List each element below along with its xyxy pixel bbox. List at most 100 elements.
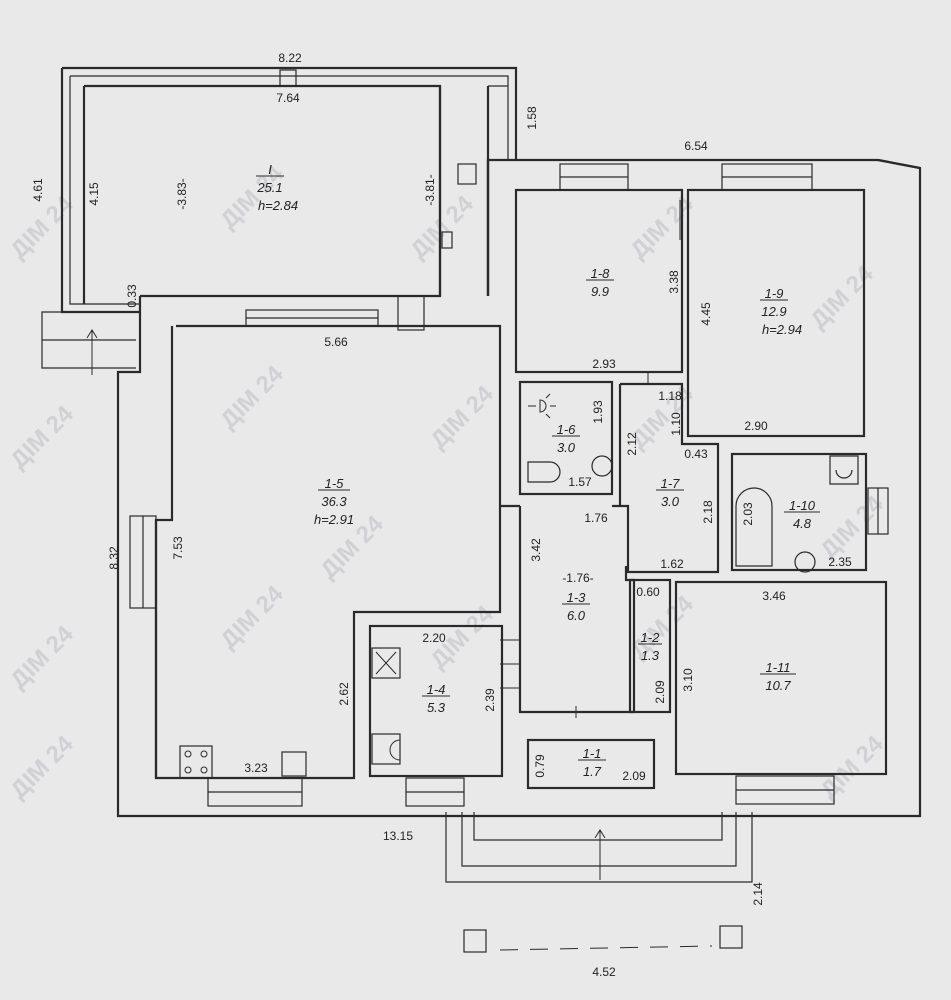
dim-110: 1.10 [669,412,683,436]
porch-post-right [719,925,743,949]
room-1-1-walls [526,738,656,790]
watermark: ДІМ 24 [5,620,79,694]
radiator-icon [441,231,453,249]
dim-r17-h: 2.12 [625,432,639,456]
dim-veranda-inner-h: 4.15 [87,182,101,206]
room-1-10-walls [730,452,889,573]
room-1-8-walls [514,163,684,374]
window-hall-left [129,515,157,609]
room-1-8-number: 1-8 [591,266,611,281]
cooktop-icon [179,745,213,779]
room-1-11-area: 10.7 [765,678,791,693]
dim-r19-h: 4.45 [699,302,713,326]
dim-r13-h: 3.42 [529,538,543,562]
room-1-4-walls [368,624,504,778]
watermark: ДІМ 24 [5,400,79,474]
bath-sink-icon [794,551,816,573]
room-1-4-area: 5.3 [427,700,446,715]
room-1-3-number: 1-3 [567,590,587,605]
dim-step: 1.58 [525,106,539,130]
room-1-7-area: 3.0 [661,494,680,509]
watermark: ДІМ 24 [5,730,79,804]
dim-043: 0.43 [684,447,708,461]
room-1-1-area: 1.7 [583,764,602,779]
toilet-icon [527,461,561,483]
dim-r19-w: 2.90 [744,419,768,433]
dim-r111-w: 3.46 [762,589,786,603]
dim-r18-w: 2.93 [592,357,616,371]
porch [445,812,753,953]
dim-porch-depth: 2.14 [751,882,765,906]
dim-r16-w: 1.57 [568,475,592,489]
watermark: ДІМ 24 [215,580,289,654]
watermark: ДІМ 24 [805,260,879,334]
dim-hall-width: 5.66 [324,335,348,349]
dim-bottom-total: 13.15 [383,829,413,843]
room-1-7-walls [612,372,720,574]
house-walls [116,158,922,818]
bathtub-icon [735,487,773,567]
fridge-icon [281,751,307,777]
bath-toilet-icon [829,455,859,485]
watermark: ДІМ 24 [215,360,289,434]
room-labels: I 25.1 h=2.84 1-5 36.3 h=2.91 1-8 9.9 1-… [256,162,820,779]
room-1-6-area: 3.0 [557,440,576,455]
room-1-1-number: 1-1 [583,746,602,761]
veranda-steps [41,311,136,375]
room-1-11-walls [674,580,888,776]
watermark: ДІМ 24 [425,380,499,454]
window-bottom [207,775,835,807]
watermark: ДІМ 24 [815,730,889,804]
dim-r110-w: 2.35 [828,555,852,569]
light-icon [528,393,556,419]
room-1-6-number: 1-6 [557,422,577,437]
dim-r15-h: 7.53 [171,536,185,560]
dim-veranda-mid-right: -3.81- [423,174,437,205]
boiler-2-icon [371,733,401,765]
dim-r17-h2: 2.18 [701,500,715,524]
window-hall-top [245,295,425,331]
dim-r110-h: 2.03 [741,502,755,526]
room-1-9-area: 12.9 [761,304,786,319]
room-1-2-number: 1-2 [641,630,661,645]
dim-323: 3.23 [244,761,268,775]
dim-060: 0.60 [636,585,660,599]
sink-icon [591,455,613,477]
room-1-10-number: 1-10 [789,498,816,513]
dim-r12-h: 2.09 [653,680,667,704]
watermark: ДІМ 24 [405,190,479,264]
room-1-9-number: 1-9 [765,286,784,301]
room-I-number: I [268,162,272,177]
dim-right-top: 6.54 [684,139,708,153]
room-1-2-walls [575,578,672,718]
room-1-2-area: 1.3 [641,648,660,663]
dim-079: 0.79 [533,754,547,778]
stove-icon [457,163,477,185]
dim-left-veranda: 4.61 [31,178,45,202]
dim-veranda-mid-left: -3.83- [175,178,189,209]
dim-left-total: 8.32 [107,546,121,570]
dim-118: 1.18 [658,389,682,403]
entry-arrow-icon [86,329,98,339]
dim-veranda-inner: 7.64 [276,91,300,105]
dim-r16-h: 1.93 [591,400,605,424]
dim-162: 1.62 [660,557,684,571]
room-I-area: 25.1 [256,180,282,195]
dim-porch-width: 4.52 [592,965,616,979]
room-1-10-area: 4.8 [793,516,812,531]
dim-r14-w: 2.20 [422,631,446,645]
room-I-height: h=2.84 [258,198,298,213]
room-1-9-height: h=2.94 [762,322,802,337]
dim-r14-h: 2.39 [483,688,497,712]
kitchen-appliances [179,745,307,779]
watermark: ДІМ 24 [625,590,699,664]
room-1-5-number: 1-5 [325,476,345,491]
room-1-6-walls [518,380,614,496]
watermark-layer: ДІМ 24 ДІМ 24 ДІМ 24 ДІМ 24 ДІМ 24 ДІМ 2… [5,160,889,804]
main-entry-arrow-icon [594,829,606,839]
room-1-5-height: h=2.91 [314,512,354,527]
room-1-4-number: 1-4 [427,682,446,697]
room-1-5-area: 36.3 [321,494,347,509]
porch-post-left [463,929,487,953]
